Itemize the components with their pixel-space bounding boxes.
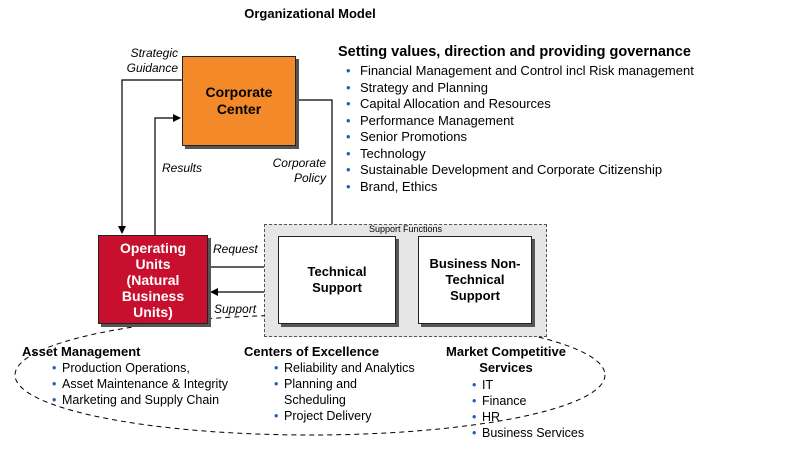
technical-support-box: Technical Support <box>278 236 396 324</box>
corporate-policy-arrow <box>296 99 336 235</box>
market-services-item: HR <box>472 409 584 425</box>
governance-item: Sustainable Development and Corporate Ci… <box>340 162 694 179</box>
technical-support-label: Technical Support <box>307 264 367 295</box>
market-services-list: IT Finance HR Business Services <box>472 377 584 441</box>
operating-units-box: Operating Units (Natural Business Units) <box>98 235 208 324</box>
governance-item: Financial Management and Control incl Ri… <box>340 63 694 80</box>
centers-of-excellence-item: Planning and Scheduling <box>274 376 364 408</box>
strategic-guidance-label: Strategic Guidance <box>126 46 178 75</box>
results-label: Results <box>162 161 203 175</box>
corporate-center-label: Corporate Center <box>205 84 273 117</box>
non-technical-support-label: Business Non-Technical Support <box>429 256 521 303</box>
asset-management-item: Production Operations, <box>52 360 228 376</box>
asset-management-item: Asset Maintenance & Integrity <box>52 376 228 392</box>
corporate-policy-label: Corporate Policy <box>272 156 326 185</box>
asset-management-list: Production Operations, Asset Maintenance… <box>52 360 228 408</box>
market-services-item: IT <box>472 377 584 393</box>
results-arrow <box>154 114 181 235</box>
governance-list: Financial Management and Control incl Ri… <box>340 63 694 195</box>
market-services-item: Business Services <box>472 425 584 441</box>
governance-item: Technology <box>340 146 694 163</box>
centers-of-excellence-list: Reliability and Analytics Planning and S… <box>274 360 415 424</box>
non-technical-support-box: Business Non-Technical Support <box>418 236 532 324</box>
centers-of-excellence-item: Reliability and Analytics <box>274 360 415 376</box>
governance-heading: Setting values, direction and providing … <box>338 44 691 60</box>
asset-management-heading: Asset Management <box>22 344 141 359</box>
governance-item: Strategy and Planning <box>340 80 694 97</box>
centers-of-excellence-item: Project Delivery <box>274 408 415 424</box>
support-label: Support <box>214 302 257 316</box>
market-services-heading: Market Competitive Services <box>446 344 566 375</box>
centers-of-excellence-heading: Centers of Excellence <box>244 344 380 359</box>
market-services-item: Finance <box>472 393 584 409</box>
governance-item: Capital Allocation and Resources <box>340 96 694 113</box>
operating-units-label: Operating Units (Natural Business Units) <box>119 239 187 320</box>
strategic-guidance-arrow <box>118 79 182 234</box>
governance-item: Senior Promotions <box>340 129 694 146</box>
governance-item: Performance Management <box>340 113 694 130</box>
corporate-center-box: Corporate Center <box>182 56 296 146</box>
asset-management-item: Marketing and Supply Chain <box>52 392 228 408</box>
governance-item: Brand, Ethics <box>340 179 694 196</box>
support-functions-label: Support Functions <box>368 224 443 234</box>
request-label: Request <box>213 242 258 256</box>
diagram-title: Organizational Model <box>244 6 376 21</box>
